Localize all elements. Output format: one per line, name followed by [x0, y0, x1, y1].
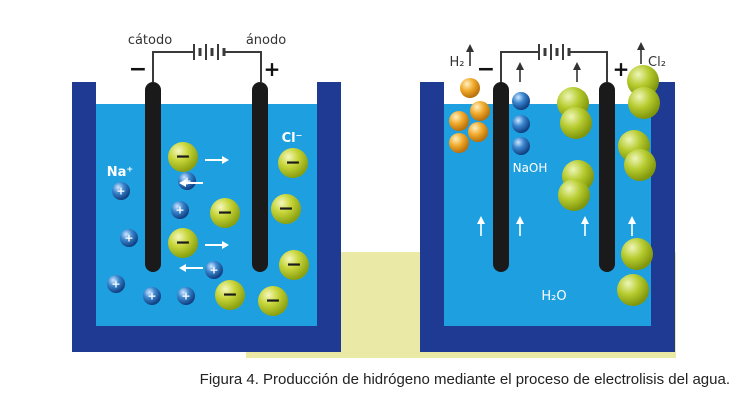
hydroxide-label: NaOH	[513, 161, 548, 175]
chlorine-molecule	[560, 107, 592, 139]
figure-caption: Figura 4. Producción de hidrógeno median…	[199, 371, 730, 388]
chlorine-molecule	[624, 149, 656, 181]
sodium-ion: +	[107, 275, 125, 293]
ion-charge-sign: +	[116, 184, 125, 197]
right-battery-icon	[535, 44, 575, 60]
anode-label: ánodo	[246, 33, 286, 48]
sodium-ion: +	[205, 261, 223, 279]
hydroxide-ion	[512, 92, 530, 110]
sodium-ion: +	[120, 229, 138, 247]
arrow-left-icon	[179, 264, 203, 272]
right-anode-electrode	[599, 82, 615, 272]
arrow-up-icon	[628, 216, 636, 236]
hydrogen-molecule	[460, 78, 480, 98]
hydrogen-bubbles	[449, 78, 490, 153]
arrow-up-icon	[516, 216, 524, 236]
sodium-ion: +	[177, 287, 195, 305]
hydroxide-bubbles	[512, 92, 530, 155]
chlorine-molecule	[621, 238, 653, 270]
cathode-label: cátodo	[128, 33, 172, 48]
hydrogen-label: H₂	[450, 55, 465, 70]
chlorine-molecule	[558, 179, 590, 211]
ion-charge-sign: +	[147, 289, 156, 302]
chloride-ion: −	[258, 286, 288, 316]
chloride-ion: −	[279, 250, 309, 280]
right-cathode-electrode	[493, 82, 509, 272]
chlorine-bubbles	[557, 65, 660, 306]
ion-charge-sign: −	[175, 232, 191, 254]
anion-label: Cl⁻	[282, 131, 303, 146]
cation-group: + + + + + + + +	[107, 172, 223, 305]
arrow-up-icon	[573, 62, 581, 82]
cation-label: Na⁺	[107, 165, 134, 180]
ion-charge-sign: +	[182, 174, 191, 187]
arrow-right-icon	[205, 241, 229, 249]
water-label: H₂O	[541, 289, 566, 304]
chlorine-molecule	[628, 87, 660, 119]
ion-charge-sign: −	[217, 202, 233, 224]
right-cathode-sign: −	[477, 57, 495, 82]
hydrogen-molecule	[468, 122, 488, 142]
ion-charge-sign: +	[124, 231, 133, 244]
left-cathode-sign: −	[129, 57, 147, 82]
right-cell: − + H₂ Cl₂ NaOH H₂O	[420, 42, 675, 352]
hydrogen-molecule	[470, 101, 490, 121]
right-wire	[500, 51, 608, 82]
arrow-up-icon	[516, 62, 524, 82]
arrow-up-icon	[477, 216, 485, 236]
chlorine-label: Cl₂	[648, 55, 666, 70]
left-battery-icon	[190, 44, 232, 60]
chloride-ion: −	[278, 148, 308, 178]
ion-charge-sign: −	[285, 152, 301, 174]
left-anode-electrode	[252, 82, 268, 272]
bubble-arrows	[477, 216, 636, 236]
ion-charge-sign: −	[278, 198, 294, 220]
arrow-right-icon	[205, 156, 229, 164]
sodium-ion: +	[178, 172, 196, 190]
hydroxide-ion	[512, 115, 530, 133]
hydrogen-molecule	[449, 111, 469, 131]
sodium-ion: +	[112, 182, 130, 200]
left-wire	[152, 51, 262, 82]
hydroxide-ion	[512, 137, 530, 155]
chlorine-molecule	[617, 274, 649, 306]
left-cell: cátodo ánodo − + Na⁺ Cl⁻ ++++++++ −−−−−−…	[72, 33, 341, 352]
chloride-ion: −	[271, 194, 301, 224]
ion-charge-sign: +	[175, 203, 184, 216]
arrow-left-icon	[179, 179, 203, 187]
chloride-ion: −	[168, 142, 198, 172]
ion-charge-sign: +	[209, 263, 218, 276]
arrow-up-icon	[581, 216, 589, 236]
sodium-ion: +	[171, 201, 189, 219]
arrow-up-icon	[637, 42, 645, 64]
chloride-ion: −	[210, 198, 240, 228]
chloride-ion: −	[168, 228, 198, 258]
ion-charge-sign: −	[286, 254, 302, 276]
arrow-up-icon	[466, 44, 474, 66]
ion-charge-sign: −	[175, 146, 191, 168]
left-anode-sign: +	[264, 57, 281, 81]
migration-arrows	[179, 156, 229, 272]
ion-charge-sign: −	[265, 290, 281, 312]
ion-charge-sign: +	[111, 277, 120, 290]
hydrogen-molecule	[449, 133, 469, 153]
sodium-ion: +	[143, 287, 161, 305]
gas-arrows	[466, 42, 645, 82]
right-anode-sign: +	[613, 57, 630, 81]
chloride-ion: −	[215, 280, 245, 310]
left-cathode-electrode	[145, 82, 161, 272]
ion-charge-sign: −	[222, 284, 238, 306]
anion-group: −−−−−−−−	[168, 142, 309, 316]
ion-charge-sign: +	[181, 289, 190, 302]
